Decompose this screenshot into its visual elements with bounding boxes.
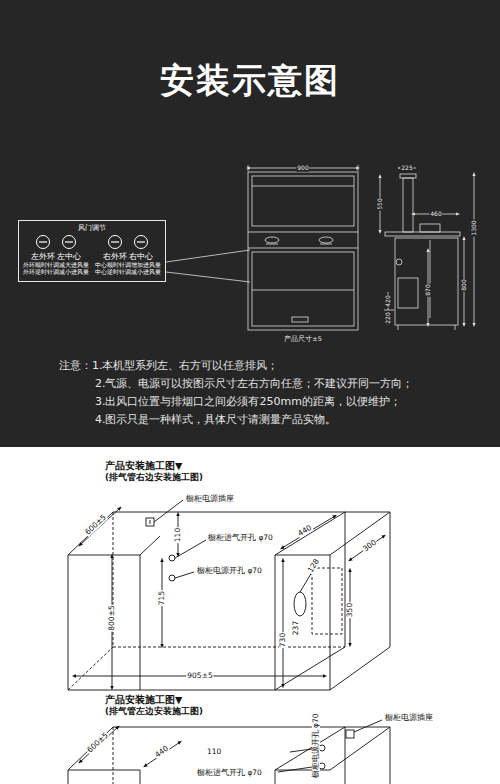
note-line: 2.气源、电源可以按图示尺寸左右方向任意；不建议开同一方向； [94,378,415,390]
knob-symbols [23,232,161,252]
dimension-label: 350 [346,602,354,618]
dimension-label: 橱柜进气开孔 φ70 [207,534,274,542]
dimension-label: 800±5 [108,604,116,631]
dimension-label: 237 [292,620,300,636]
drawing-heading: 产品安装施工图▼ [104,695,183,705]
cabinet-right [68,500,390,690]
dimension-label: 460 [429,211,442,218]
dimension-label: 905±5 [186,672,213,680]
dimension-label: 550 [377,197,384,210]
knob-note: 外环顺时针调减大进风量 外环逆时针调减小进风量 [23,262,89,276]
dimension-label: 橱柜电源插座 [185,495,235,503]
knob-bar [111,242,119,243]
callout-box: 风门调节左外环 左中心外环顺时针调减大进风量 外环逆时针调减小进风量 右外环 右中… [18,220,166,282]
dimension-label: 900 [296,165,309,172]
dimension-label: 110 [174,527,182,543]
side-view [380,168,474,330]
knob-label: 右外环 右中心 [103,252,153,262]
knob-label: 左外环 左中心 [31,252,81,262]
dimension-label: 870 [425,283,432,296]
drawing-heading: (排气管右边安装施工图) [104,473,204,482]
dimension-label: 220 [385,311,392,324]
drawing-heading: (排气管左边安装施工图) [104,707,204,716]
knob [63,236,76,249]
note-line: 3.出风口位置与排烟口之间必须有250mm的距离，以便维护； [94,396,402,408]
dimension-label: 橱柜电源插座 [384,714,434,722]
callout-leader [166,250,250,282]
note-line: 4.图示只是一种样式，具体尺寸请测量产品实物。 [94,414,338,426]
dimension-label: 420 [385,294,392,307]
knob-bar [137,242,145,243]
knob-note: 中心顺时针调增加进风量 中心逆时针调减小进风量 [95,262,161,276]
dimension-label: 800 [461,278,468,291]
knob [109,236,122,249]
knob [37,236,50,249]
dimension-label: 1300 [471,219,478,236]
dimension-label: 产品尺寸±5 [283,336,323,343]
note-line: 注意：1.本机型系列左、右方可以任意排风； [58,360,280,372]
front-view [248,165,358,330]
dimension-label: 橱柜进气开孔 φ70 [196,769,263,777]
drawing-heading: 产品安装施工图▼ [104,461,183,471]
dimension-label: 715 [158,590,166,606]
dimension-label: 225 [400,165,413,172]
dimension-label: 110 [206,748,222,756]
dimension-label: 橱柜电源开孔 φ70 [196,567,263,575]
page-title: 安装示意图 [0,58,500,104]
dimension-label: 730 [279,632,287,648]
callout-heading: 风门调节 [23,224,161,232]
knob-bar [65,242,73,243]
white-panel [0,447,500,784]
cabinet-left [68,720,390,784]
knob [135,236,148,249]
knob-bar [39,242,47,243]
dimension-label: 橱柜电源开孔 φ70 [312,713,320,780]
